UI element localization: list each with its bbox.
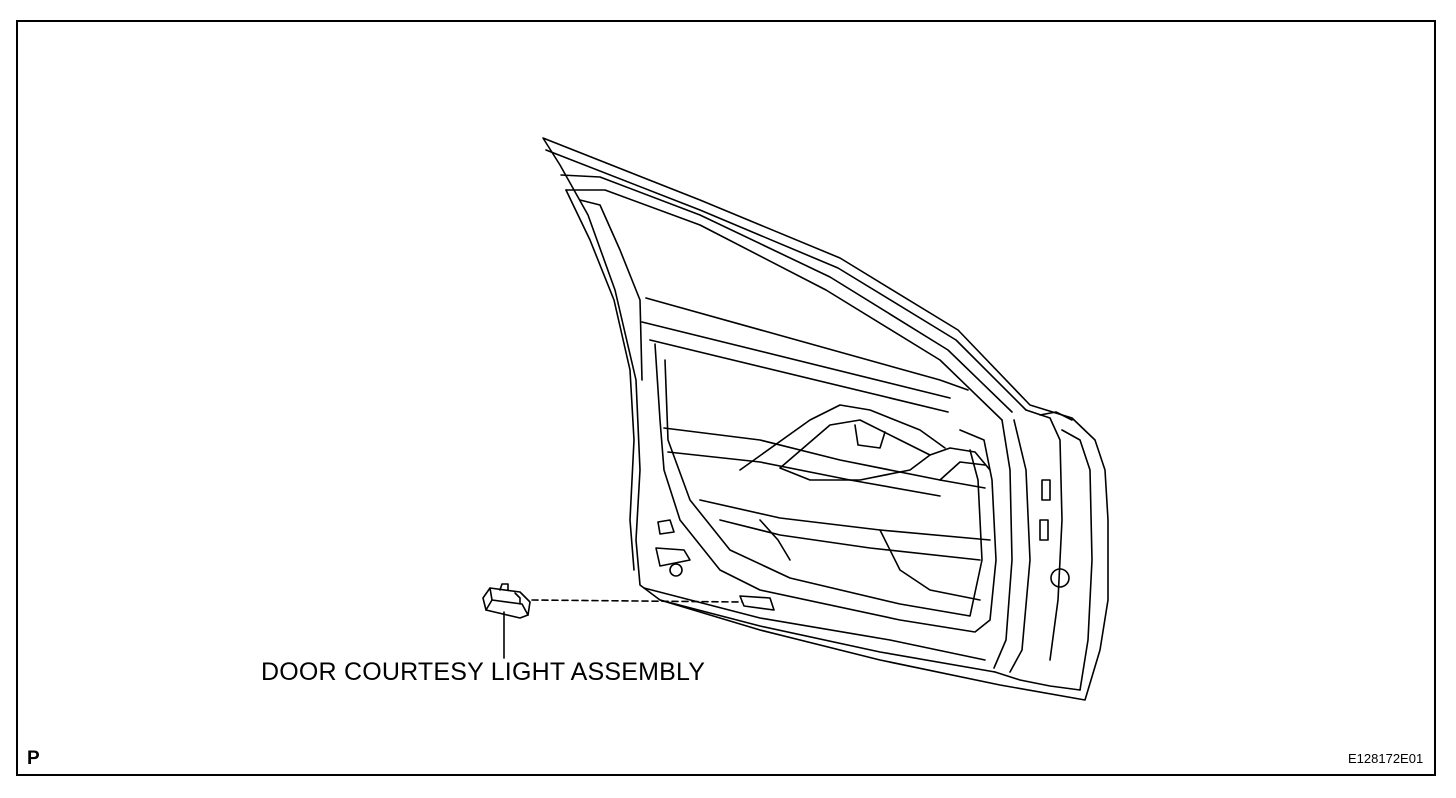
diagram-frame <box>16 20 1436 776</box>
door-courtesy-light-icon <box>482 583 531 619</box>
figure-id: E128172E01 <box>1348 751 1424 766</box>
door-panel <box>542 137 1109 701</box>
view-code: P <box>27 748 40 769</box>
assembly-dashed-line <box>531 599 743 603</box>
part-label: DOOR COURTESY LIGHT ASSEMBLY <box>261 658 706 686</box>
